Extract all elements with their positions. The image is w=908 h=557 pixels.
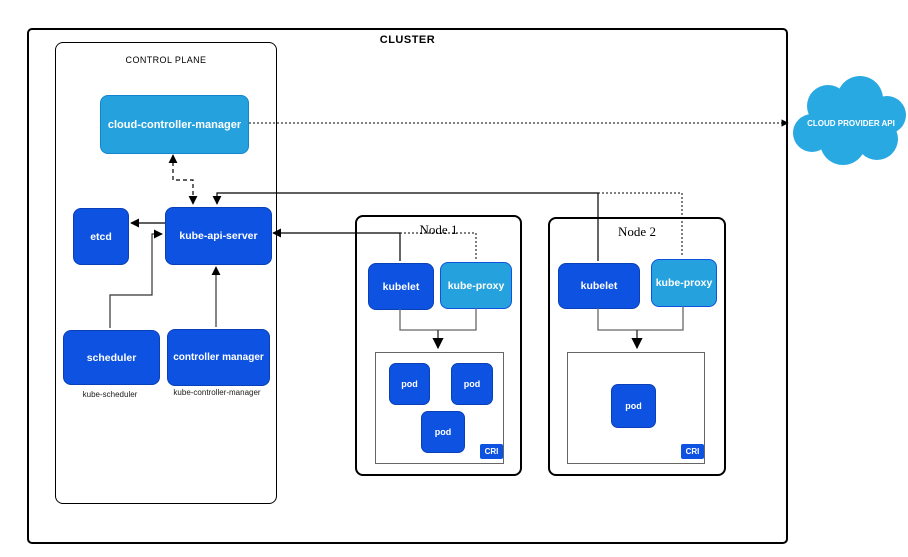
node-1-kubelet-label: kubelet bbox=[382, 280, 420, 293]
node-1-kube-proxy-box: kube-proxy bbox=[440, 262, 512, 309]
node-2-pod-1: pod bbox=[611, 384, 656, 428]
node-2-pods-container: pod CRI bbox=[567, 352, 705, 464]
node-1-kubelet-box: kubelet bbox=[368, 263, 434, 310]
control-plane-title: CONTROL PLANE bbox=[125, 55, 207, 65]
controller-manager-caption: kube-controller-manager bbox=[173, 388, 261, 397]
controller-manager-label: controller manager bbox=[173, 352, 264, 363]
node-1-pod-2: pod bbox=[451, 363, 493, 405]
pod-label: pod bbox=[463, 379, 481, 389]
node-1-cri-badge: CRI bbox=[480, 444, 503, 459]
node-2-kube-proxy-label: kube-proxy bbox=[655, 277, 713, 289]
node-1-pod-3: pod bbox=[421, 411, 465, 453]
controller-manager-box: controller manager bbox=[167, 329, 270, 386]
pod-label: pod bbox=[434, 427, 452, 437]
scheduler-label: scheduler bbox=[86, 351, 137, 364]
pod-label: pod bbox=[625, 401, 642, 411]
node-2-kube-proxy-box: kube-proxy bbox=[651, 259, 717, 307]
scheduler-caption: kube-scheduler bbox=[82, 390, 138, 399]
scheduler-box: scheduler bbox=[63, 330, 160, 385]
node-2-cri-badge: CRI bbox=[681, 444, 704, 459]
node-1-pod-1: pod bbox=[389, 363, 430, 405]
cloud-controller-manager-label: cloud-controller-manager bbox=[107, 118, 242, 131]
pod-label: pod bbox=[401, 379, 418, 389]
node-1-kube-proxy-label: kube-proxy bbox=[447, 279, 505, 292]
cloud-provider-api-label: CLOUD PROVIDER API bbox=[807, 119, 895, 128]
node-2-kubelet-label: kubelet bbox=[580, 280, 618, 292]
node-1-pods-container: pod pod pod CRI bbox=[375, 352, 504, 464]
cluster-title: CLUSTER bbox=[379, 34, 436, 46]
etcd-label: etcd bbox=[90, 230, 112, 243]
cloud-controller-manager-box: cloud-controller-manager bbox=[100, 95, 249, 154]
